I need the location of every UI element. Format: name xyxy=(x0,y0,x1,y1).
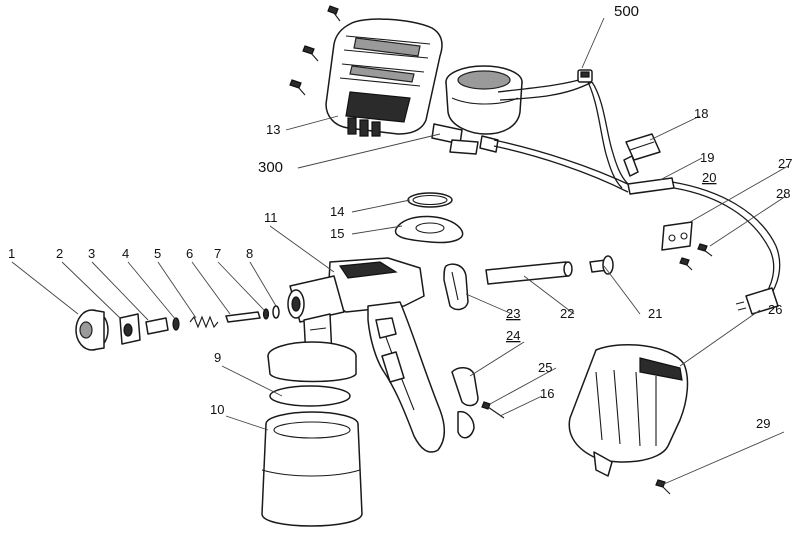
callout-500: 500 xyxy=(614,3,639,20)
connector-18 xyxy=(623,133,661,177)
o-ring-4 xyxy=(172,317,180,331)
screw-29 xyxy=(655,479,671,495)
screw-top xyxy=(327,5,341,22)
callout-9: 9 xyxy=(214,350,221,365)
nozzle-cap-1 xyxy=(75,309,109,351)
callout-2: 2 xyxy=(56,246,63,261)
callout-22: 22 xyxy=(560,306,574,321)
callout-8: 8 xyxy=(246,246,253,261)
screw-25 xyxy=(481,401,505,419)
callout-27: 27 xyxy=(778,156,792,171)
o-ring-14-inner xyxy=(412,194,448,206)
callout-26: 26 xyxy=(768,302,782,317)
screw-21 xyxy=(589,255,614,275)
screw-middle xyxy=(302,45,319,62)
gun-body-11 xyxy=(327,257,445,453)
power-cables xyxy=(493,77,781,315)
washer-7 xyxy=(262,308,270,320)
pin-22 xyxy=(485,261,573,285)
callout-3: 3 xyxy=(88,246,95,261)
callout-25: 25 xyxy=(538,360,552,375)
needle-6 xyxy=(225,311,261,323)
callouts: 1 2 3 4 5 6 7 8 9 10 11 13 14 15 16 18 1… xyxy=(8,3,792,431)
bracket-27 xyxy=(661,221,693,251)
callout-14: 14 xyxy=(330,204,344,219)
leader-lines xyxy=(11,17,789,485)
callout-16: 16 xyxy=(540,386,554,401)
air-cap-2 xyxy=(119,313,141,345)
callout-11: 11 xyxy=(264,210,278,225)
seal-8 xyxy=(272,305,280,319)
callout-29: 29 xyxy=(756,416,770,431)
callout-20: 20 xyxy=(702,170,716,185)
motor-cover-13 xyxy=(325,18,443,137)
callout-1: 1 xyxy=(8,246,15,261)
callout-19: 19 xyxy=(700,150,714,165)
container-lid xyxy=(267,341,357,383)
callout-28: 28 xyxy=(776,186,790,201)
callout-7: 7 xyxy=(214,246,221,261)
callout-24: 24 xyxy=(506,328,520,343)
filter-cover xyxy=(568,343,689,477)
callout-4: 4 xyxy=(122,246,129,261)
callout-6: 6 xyxy=(186,246,193,261)
cover-screws xyxy=(289,5,341,96)
gasket-15 xyxy=(394,215,464,244)
screw-28 xyxy=(679,243,713,271)
trigger-24 xyxy=(451,367,479,439)
nozzle-3 xyxy=(145,317,169,335)
callout-15: 15 xyxy=(330,226,344,241)
callout-23: 23 xyxy=(506,306,520,321)
callout-300: 300 xyxy=(258,159,283,176)
callout-21: 21 xyxy=(648,306,662,321)
callout-18: 18 xyxy=(694,106,708,121)
callout-13: 13 xyxy=(266,122,280,137)
callout-10: 10 xyxy=(210,402,224,417)
nozzle-parts xyxy=(75,305,280,351)
paint-container-10 xyxy=(261,411,363,527)
connector-500 xyxy=(577,69,593,83)
lid-ring-9 xyxy=(269,385,351,407)
spring-5 xyxy=(189,315,219,329)
screw-lower xyxy=(289,79,306,96)
motor-assembly-300 xyxy=(431,65,523,155)
power-plug-26 xyxy=(735,287,779,315)
callout-5: 5 xyxy=(154,246,161,261)
clip-23 xyxy=(443,263,469,311)
